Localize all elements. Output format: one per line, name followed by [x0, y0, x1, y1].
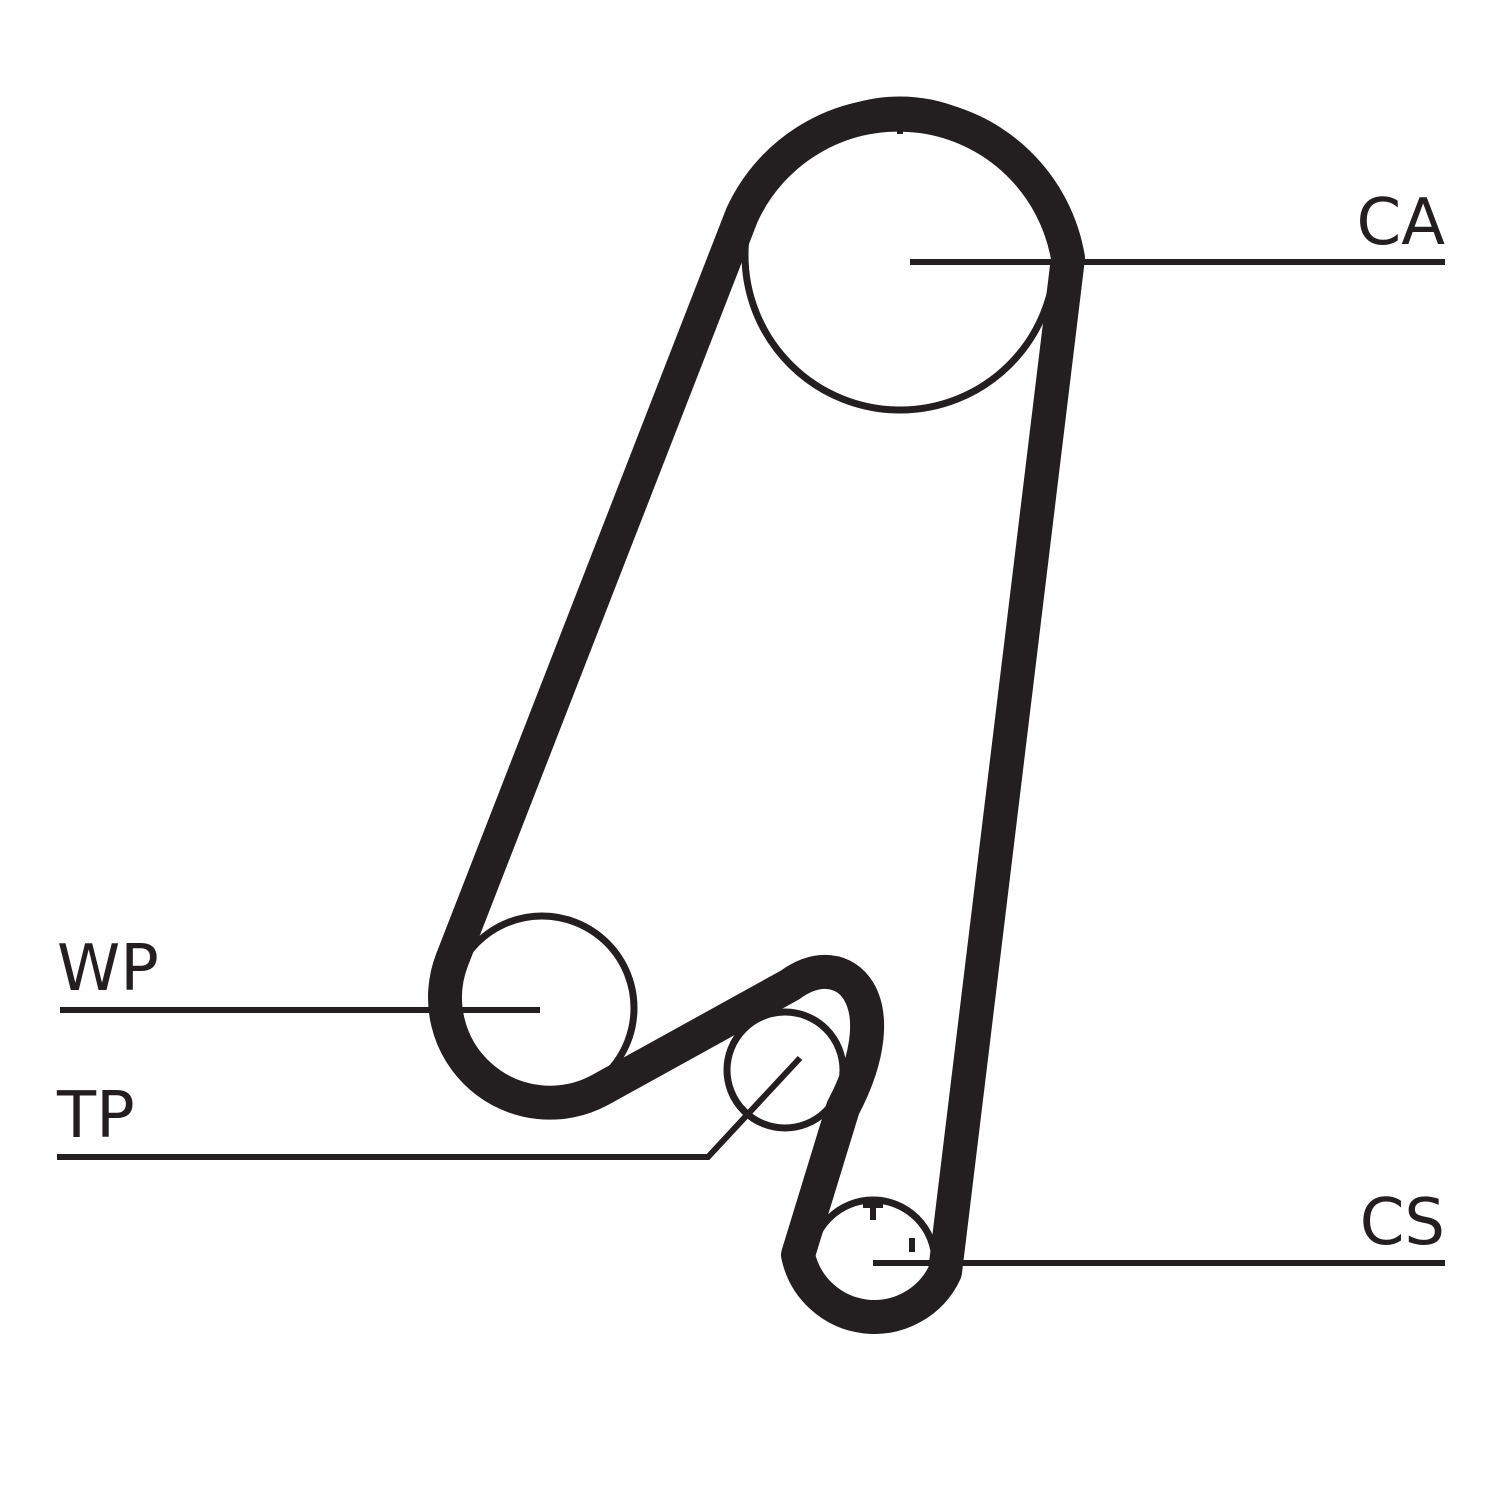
cs-label: CS: [1360, 1186, 1445, 1260]
tp-label: TP: [56, 1079, 135, 1153]
tp-leader-line: [57, 1055, 803, 1160]
wp-label: WP: [57, 932, 159, 1006]
timing-belt: [428, 97, 1085, 1334]
crankshaft-timing-mark-top: [863, 1202, 883, 1220]
ca-label: CA: [1357, 186, 1446, 260]
